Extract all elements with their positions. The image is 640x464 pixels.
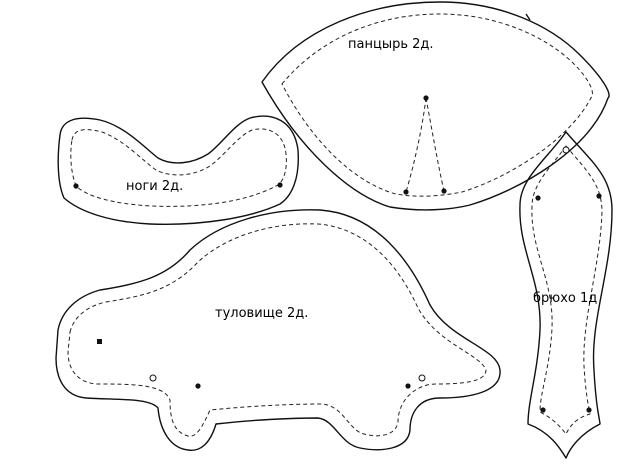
shell-dart-top-dot (423, 95, 429, 101)
body-rear-dot (405, 383, 411, 389)
belly-piece (519, 131, 613, 459)
shell-dart-left (405, 97, 427, 193)
body-front-ring (149, 374, 157, 382)
body-rear-ring (418, 374, 426, 382)
legs-piece (57, 115, 299, 225)
body-seam-line (67, 223, 487, 437)
body-cut-outline (55, 209, 501, 451)
belly-upper-right-dot (596, 193, 602, 199)
shell-seam-line (281, 13, 593, 197)
body-label: туловище 2д. (215, 306, 309, 321)
legs-seam-line (70, 128, 287, 207)
body-front-dot (195, 383, 201, 389)
shell-dart-right-dot (441, 188, 447, 194)
belly-lower-right-dot (586, 407, 592, 413)
shell-dart-left-dot (403, 189, 409, 195)
belly-upper-left-dot (535, 195, 541, 201)
shell-grain-mark (525, 13, 531, 21)
belly-cut-outline (519, 131, 613, 459)
shell-dart-right (425, 97, 445, 192)
legs-cut-outline (57, 115, 299, 225)
belly-seam-line (531, 145, 603, 435)
body-eye-mark (97, 339, 102, 344)
belly-top-ring (562, 146, 570, 154)
shell-piece (261, 1, 610, 211)
shell-cut-outline (261, 1, 610, 211)
belly-lower-left-dot (540, 407, 546, 413)
belly-label: брюхо 1д (533, 291, 598, 306)
body-piece (55, 209, 501, 451)
shell-label: панцырь 2д. (348, 37, 434, 52)
legs-label: ноги 2д. (126, 179, 184, 194)
legs-right-dot (277, 182, 283, 188)
legs-left-dot (73, 183, 79, 189)
